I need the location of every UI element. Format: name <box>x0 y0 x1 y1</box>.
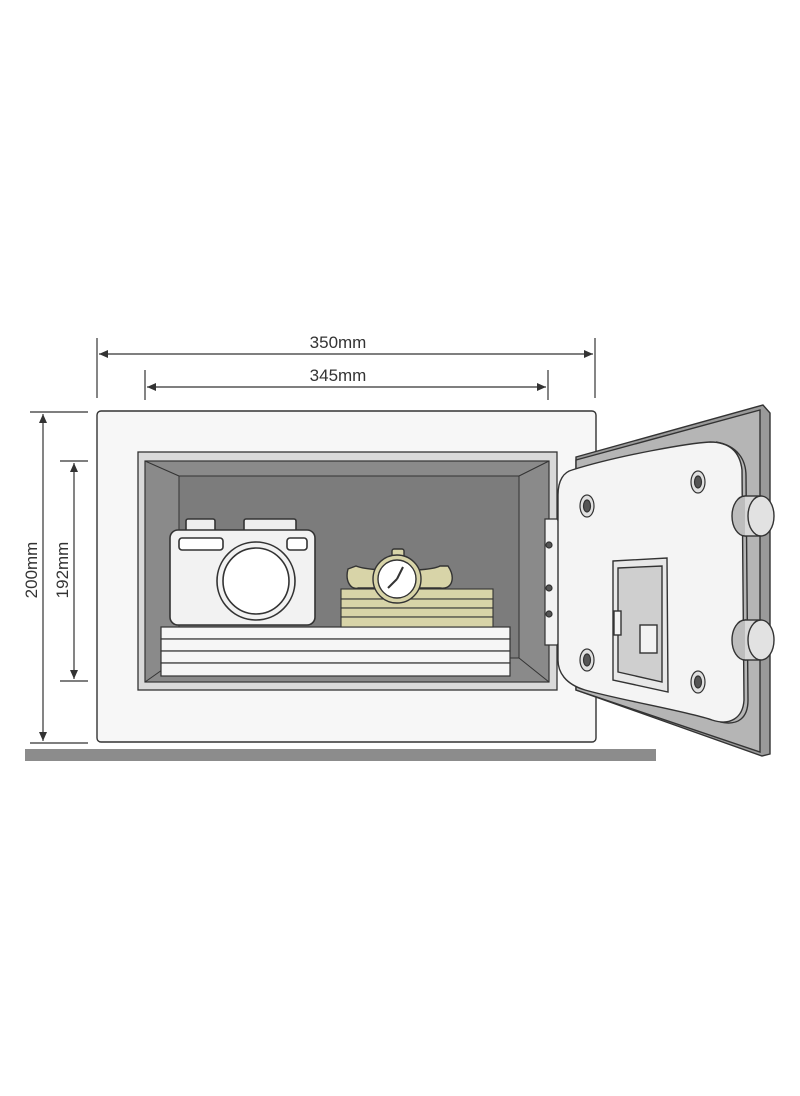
outer-height-label: 200mm <box>22 542 41 599</box>
inner-height-label: 192mm <box>53 542 72 599</box>
inner-height-dimension <box>60 460 88 682</box>
outer-height-dimension <box>30 411 88 744</box>
outer-width-label: 350mm <box>310 333 367 352</box>
floor-bar <box>25 749 656 761</box>
inner-width-label: 345mm <box>310 366 367 385</box>
paper-stack <box>160 626 511 677</box>
locking-bolts <box>731 495 775 661</box>
watch-icon <box>346 548 453 604</box>
inner-width-dimension <box>144 370 549 400</box>
keypad-lock <box>612 557 669 693</box>
camera-icon <box>169 518 316 626</box>
cash-stack <box>340 588 494 628</box>
outer-width-dimension <box>96 338 596 398</box>
door-screws <box>579 470 706 694</box>
